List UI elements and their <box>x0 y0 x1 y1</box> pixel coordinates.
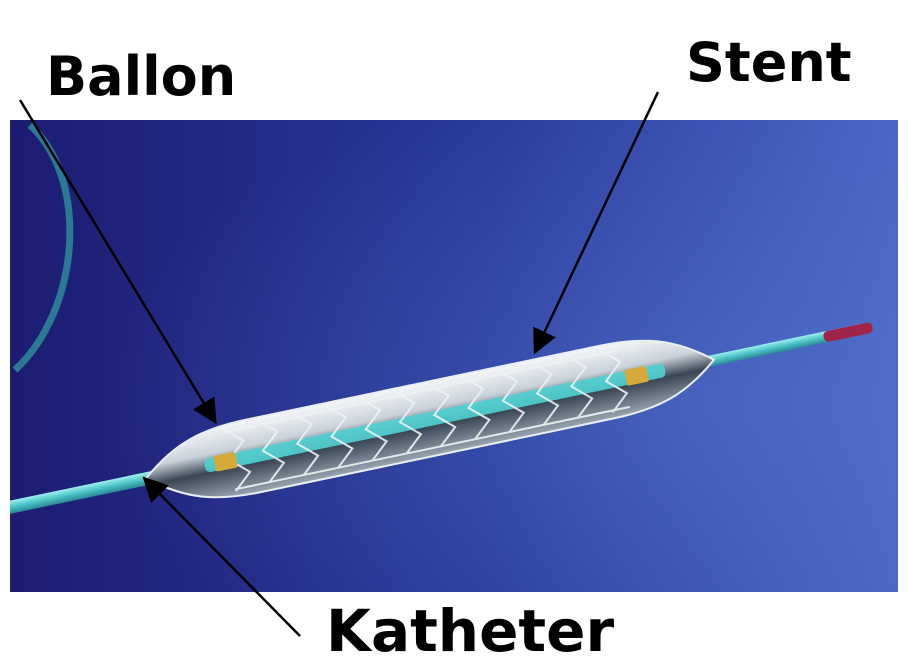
balloon-label: Ballon <box>46 50 236 104</box>
stent-pointer-arrow <box>536 92 658 350</box>
catheter-label: Katheter <box>326 602 614 660</box>
catheter-pointer-arrow <box>146 480 300 636</box>
stent-label: Stent <box>686 36 852 90</box>
balloon-pointer-arrow <box>20 100 214 420</box>
